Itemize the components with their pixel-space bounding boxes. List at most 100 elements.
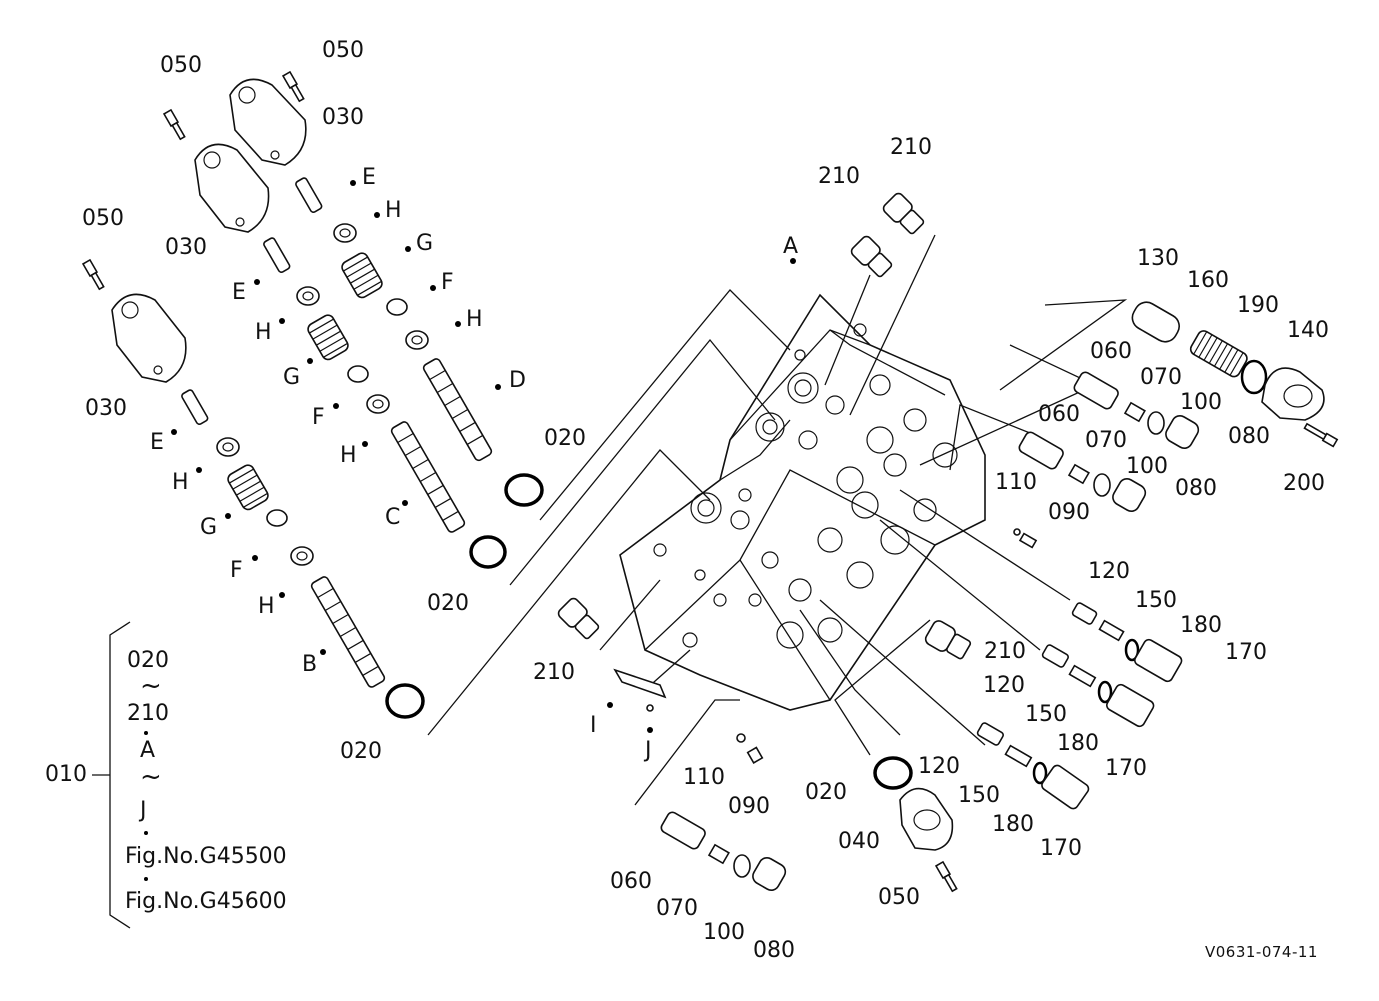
label-020: 020 [340,739,382,764]
label-180: 180 [992,812,1034,837]
label-G: G [200,515,218,540]
bullet-dot [225,513,231,519]
legend-tilde: ~ [140,671,162,701]
label-H: H [258,594,275,619]
label-A: A [783,234,799,259]
bullet-dot [495,384,501,390]
legend-assembly-number: 010 [45,762,87,787]
label-G: G [416,231,434,256]
bullet-dot [307,358,313,364]
valve-body-A [619,293,986,711]
label-210: 210 [818,164,860,189]
label-020: 020 [805,780,847,805]
label-170: 170 [1105,756,1147,781]
legend-line: Fig.No.G45500 [125,844,287,869]
label-150: 150 [1025,702,1067,727]
label-110: 110 [683,765,725,790]
label-G: G [283,365,301,390]
cap-030-middle [194,143,270,233]
label-060: 060 [1090,339,1132,364]
plug-group-bottom [660,811,787,891]
bullet-dot [279,592,285,598]
bullet-dot [144,831,148,835]
legend-line: Fig.No.G45600 [125,889,287,914]
label-120: 120 [918,754,960,779]
bullet-dot [362,441,368,447]
label-060: 060 [610,869,652,894]
label-070: 070 [1140,365,1182,390]
label-F: F [230,558,243,583]
spool-stack-B [181,389,425,719]
legend-line: J [140,798,147,823]
label-100: 100 [703,920,745,945]
label-150: 150 [958,783,1000,808]
label-130: 130 [1137,246,1179,271]
label-190: 190 [1237,293,1279,318]
label-090: 090 [728,794,770,819]
legend-line: 020 [127,648,169,673]
label-F: F [441,270,454,295]
plugs-210 [557,192,972,660]
bullet-dot [790,258,796,264]
plug-group-middle [1018,431,1147,512]
bullet-dot [402,500,408,506]
bullet-dot [374,212,380,218]
label-070: 070 [656,896,698,921]
label-H: H [385,198,402,223]
label-080: 080 [753,938,795,963]
label-110: 110 [995,470,1037,495]
label-050: 050 [322,38,364,63]
label-070: 070 [1085,428,1127,453]
figure-reference: V0631-074-11 [1205,943,1318,961]
shim-I-J [613,668,667,712]
bullet-dot [320,649,326,655]
label-H: H [466,307,483,332]
check-valve-group-middle [1041,644,1155,728]
bullet-dot [455,321,461,327]
label-210: 210 [890,135,932,160]
bullet-dot [647,727,653,733]
label-I: I [590,713,597,738]
cap-030-left [111,293,187,383]
label-B: B [302,652,318,677]
label-020: 020 [427,591,469,616]
label-J: J [645,738,652,763]
label-140: 140 [1287,318,1329,343]
label-170: 170 [1225,640,1267,665]
bullet-dot [171,429,177,435]
bullet-dot [405,246,411,252]
plug-group-upper [1073,371,1200,449]
label-080: 080 [1228,424,1270,449]
screws-050 [81,70,1339,893]
label-100: 100 [1180,390,1222,415]
label-D: D [509,368,526,393]
label-030: 030 [85,396,127,421]
small-parts-110-090 [736,528,1038,764]
legend-bracket [92,621,131,929]
label-210: 210 [533,660,575,685]
cap-030-top [229,78,307,166]
label-160: 160 [1187,268,1229,293]
spool-stack-D [295,177,544,507]
bullet-dot [279,318,285,324]
label-030: 030 [165,235,207,260]
label-040: 040 [838,829,880,854]
bullet-dot [144,731,148,735]
bullet-dot [144,877,148,881]
relief-group-top-right [1131,301,1325,421]
label-020: 020 [544,426,586,451]
bullet-dot [252,555,258,561]
bullet-dot [254,279,260,285]
bullet-dot [607,702,613,708]
label-180: 180 [1180,613,1222,638]
label-060: 060 [1038,402,1080,427]
label-120: 120 [983,673,1025,698]
bullet-dot [333,403,339,409]
legend-tilde: ~ [140,762,162,792]
bullet-dot [430,285,436,291]
legend-line: A [140,738,156,763]
legend-line: 210 [127,701,169,726]
label-100: 100 [1126,454,1168,479]
label-050: 050 [82,206,124,231]
bullet-dot [196,467,202,473]
